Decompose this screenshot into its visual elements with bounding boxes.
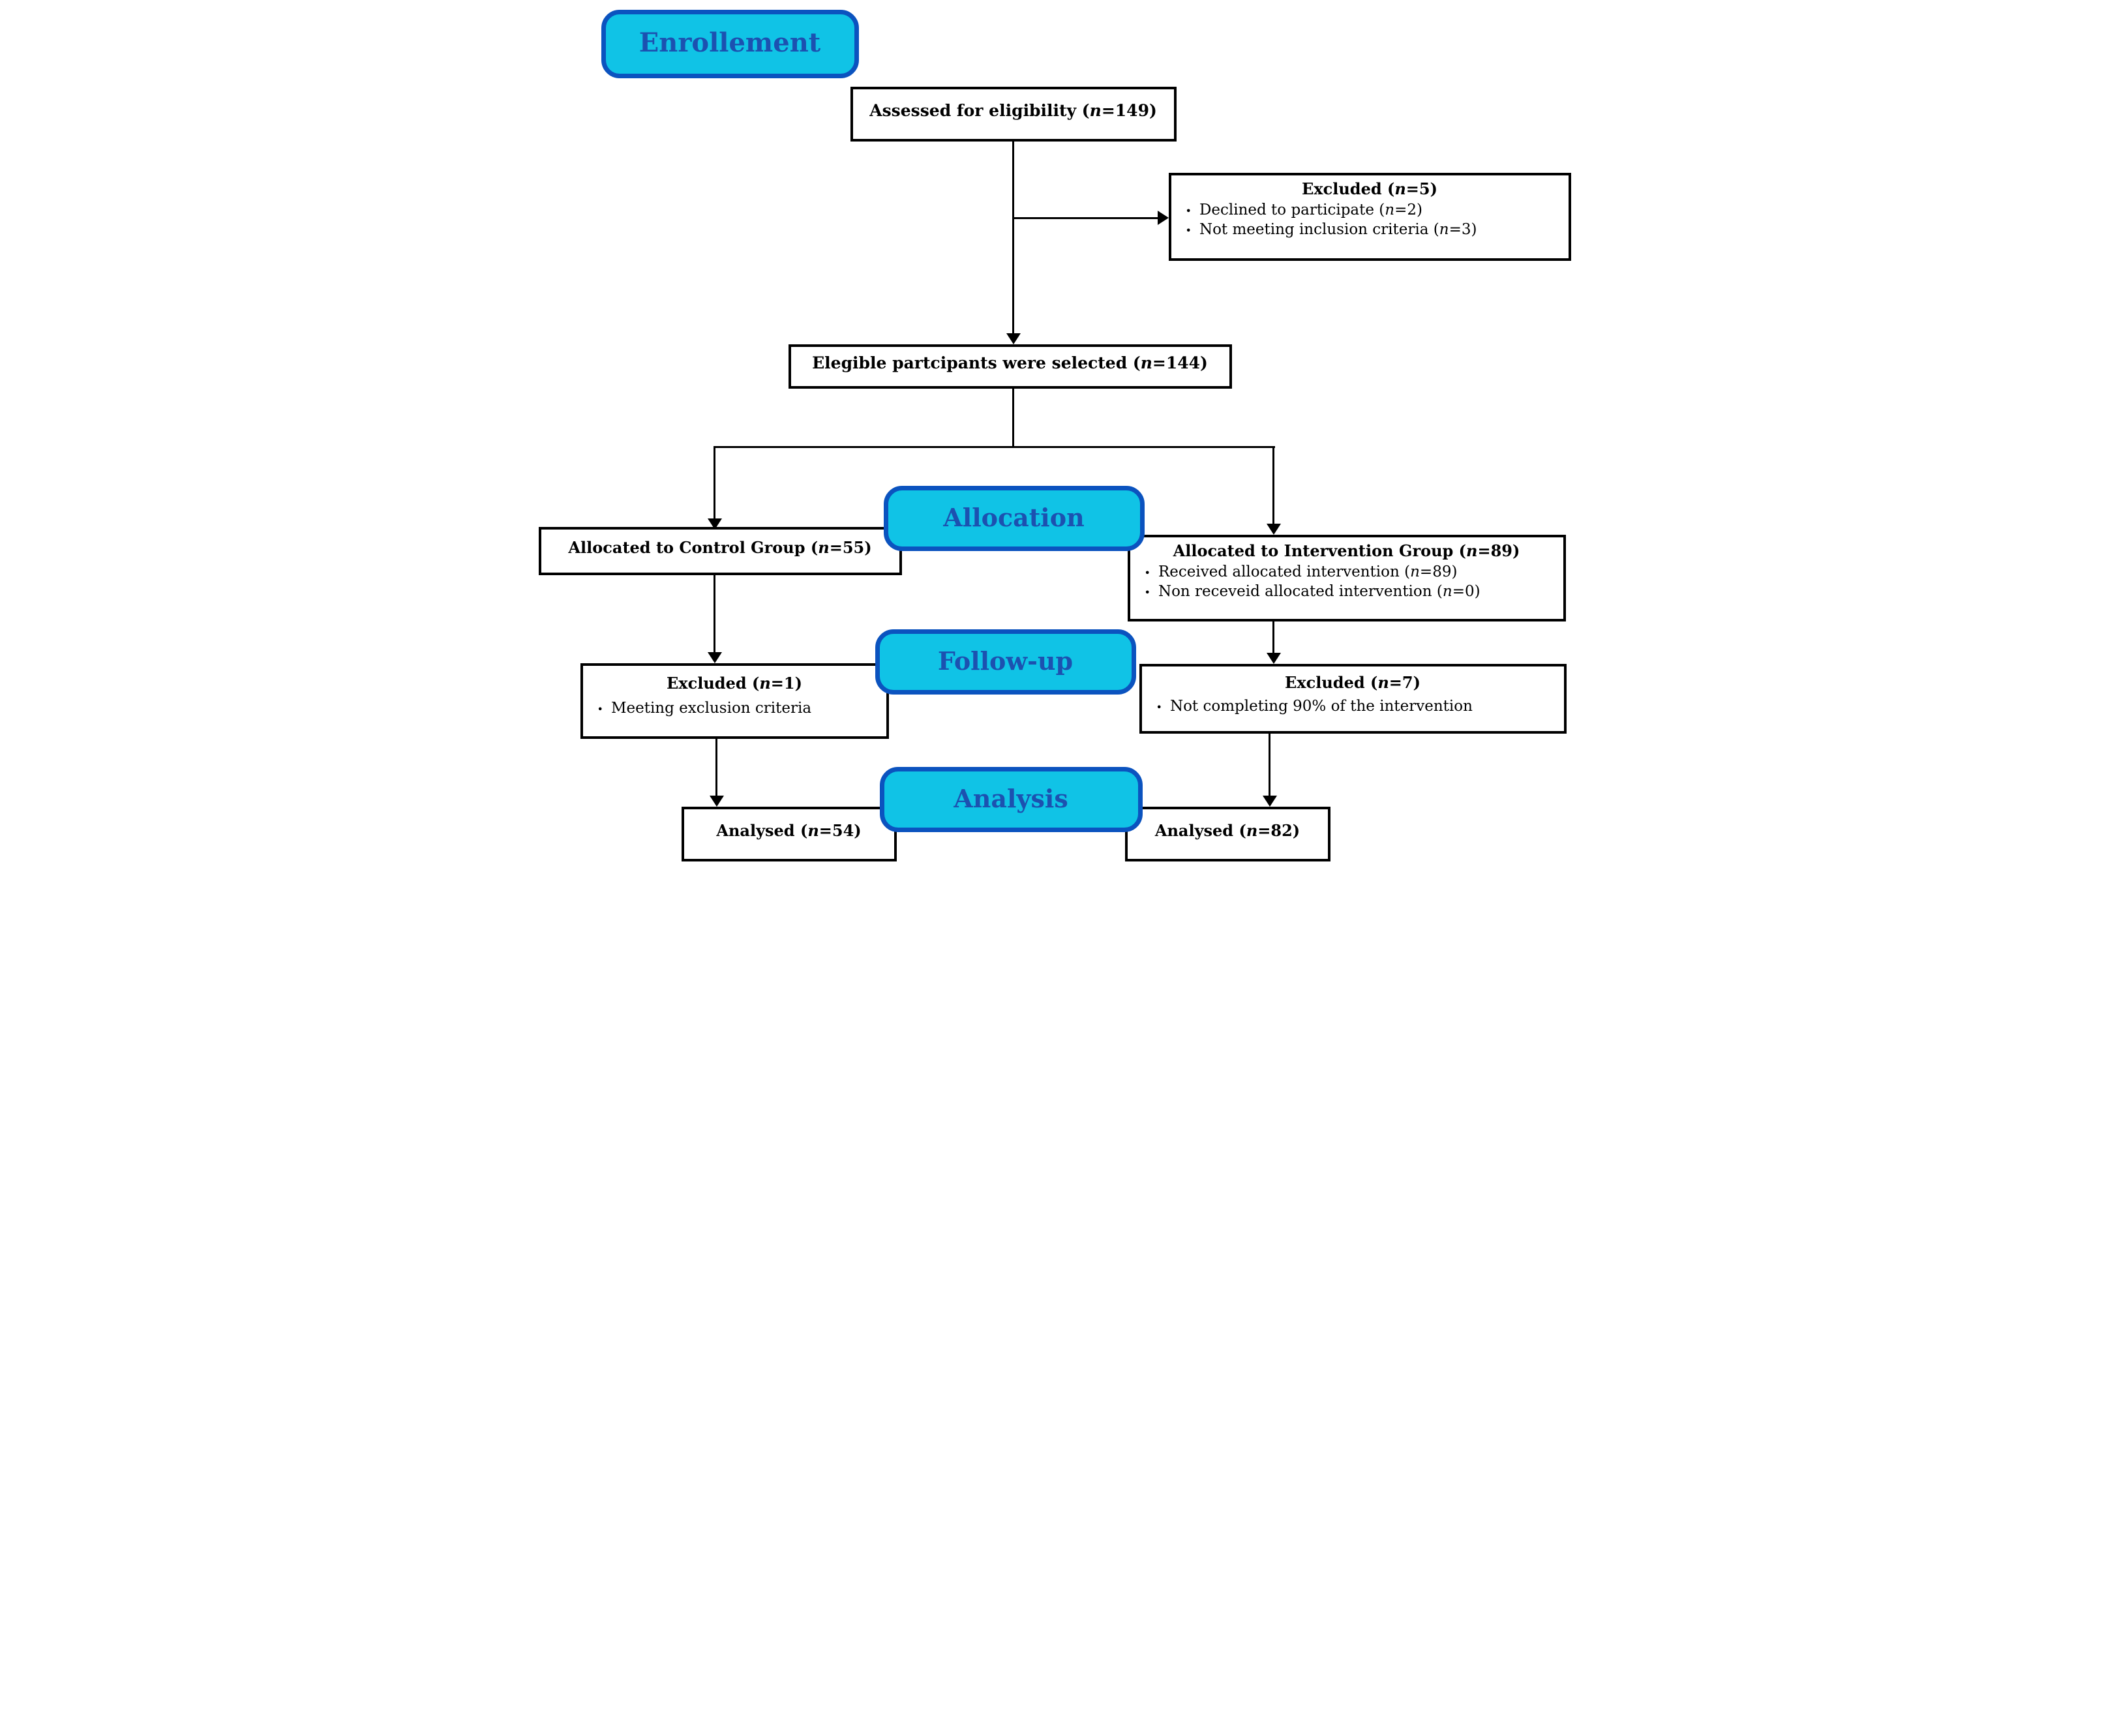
stage-badge-analysis: Analysis — [879, 767, 1143, 832]
bullet-dot: • — [1185, 224, 1192, 237]
box-title: Excluded (n=1) — [667, 674, 802, 693]
bullet-dot: • — [1185, 205, 1192, 217]
box-title: Excluded (n=5) — [1302, 179, 1437, 198]
flow-box-intervention: Allocated to Intervention Group (n=89) •… — [1127, 535, 1566, 621]
stage-badge-allocation: Allocation — [883, 486, 1145, 551]
arrowhead-into-analysed-intervention — [1262, 796, 1277, 807]
connector-split-to-intervention — [1272, 446, 1274, 524]
bullet-list: • Received allocated intervention (n=89)… — [1130, 561, 1563, 602]
stage-badge-label: Enrollement — [639, 27, 821, 58]
arrowhead-into-excluded-control — [707, 652, 722, 663]
bullet-item: • Non receveid allocated intervention (n… — [1145, 582, 1559, 601]
bullet-dot: • — [1144, 567, 1150, 579]
connector-split-horizontal — [713, 446, 1275, 448]
bullet-item: • Not completing 90% of the intervention — [1156, 696, 1560, 716]
flow-box-excluded-enrollment: Excluded (n=5) • Declined to participate… — [1168, 173, 1571, 261]
bullet-item: • Declined to participate (n=2) — [1186, 200, 1565, 220]
bullet-text: Non receveid allocated intervention (n=0… — [1158, 583, 1480, 601]
flow-box-eligible: Elegible partcipants were selected (n=14… — [788, 344, 1232, 389]
bullet-text: Not meeting inclusion criteria (n=3) — [1199, 221, 1477, 239]
connector-excluded-control-to-analysed-control — [715, 739, 717, 796]
bullet-text: Declined to participate (n=2) — [1199, 202, 1423, 218]
arrowhead-into-eligible — [1006, 333, 1021, 344]
flow-box-assessed: Assessed for eligibility (n=149) — [850, 87, 1177, 142]
flow-box-excluded-intervention: Excluded (n=7) • Not completing 90% of t… — [1139, 664, 1567, 734]
arrowhead-into-analysed-control — [709, 796, 724, 807]
stage-badge-label: Analysis — [954, 783, 1068, 813]
stage-badge-followup: Follow-up — [875, 629, 1136, 695]
box-title: Analysed (n=54) — [716, 821, 862, 840]
connector-control-to-excluded-control — [713, 575, 715, 653]
box-title: Analysed (n=82) — [1154, 821, 1300, 840]
arrowhead-into-control — [707, 518, 722, 530]
bullet-text: Meeting exclusion criteria — [610, 700, 812, 717]
connector-branch-to-excluded-enrollment — [1012, 217, 1159, 219]
stage-badge-label: Allocation — [943, 502, 1085, 532]
bullet-dot: • — [1156, 701, 1162, 713]
connector-eligible-to-split — [1012, 389, 1014, 447]
box-title: Allocated to Control Group (n=55) — [568, 538, 872, 557]
arrowhead-into-excluded-intervention — [1266, 653, 1281, 664]
bullet-item: • Meeting exclusion criteria — [597, 698, 882, 718]
box-title: Excluded (n=7) — [1285, 673, 1420, 692]
box-title: Allocated to Intervention Group (n=89) — [1173, 541, 1520, 560]
bullet-text: Not completing 90% of the intervention — [1169, 698, 1473, 715]
bullet-list: • Meeting exclusion criteria — [583, 693, 886, 718]
connector-split-to-control — [713, 446, 715, 520]
bullet-list: • Not completing 90% of the intervention — [1142, 693, 1564, 716]
flow-box-excluded-control: Excluded (n=1) • Meeting exclusion crite… — [580, 663, 889, 739]
box-title: Assessed for eligibility (n=149) — [869, 101, 1157, 121]
flow-box-control: Allocated to Control Group (n=55) — [538, 527, 902, 575]
bullet-dot: • — [597, 703, 603, 715]
box-title: Elegible partcipants were selected (n=14… — [812, 353, 1208, 373]
connector-intervention-to-excluded-intervention — [1272, 621, 1274, 653]
bullet-item: • Not meeting inclusion criteria (n=3) — [1186, 220, 1565, 239]
connector-assessed-to-eligible — [1012, 142, 1014, 335]
stage-badge-label: Follow-up — [937, 646, 1074, 676]
flow-box-analysed-intervention: Analysed (n=82) — [1124, 807, 1330, 861]
bullet-dot: • — [1144, 586, 1150, 599]
arrowhead-into-excluded-enrollment — [1157, 211, 1169, 225]
flow-box-analysed-control: Analysed (n=54) — [681, 807, 897, 861]
arrowhead-into-intervention — [1266, 524, 1281, 535]
stage-badge-enrollement: Enrollement — [601, 10, 859, 78]
bullet-list: • Declined to participate (n=2) • Not me… — [1171, 199, 1569, 240]
consort-flow-diagram: Assessed for eligibility (n=149) Exclude… — [526, 0, 1578, 868]
bullet-item: • Received allocated intervention (n=89) — [1145, 562, 1559, 582]
bullet-text: Received allocated intervention (n=89) — [1158, 563, 1458, 580]
connector-excluded-intervention-to-analysed-intervention — [1268, 734, 1270, 796]
